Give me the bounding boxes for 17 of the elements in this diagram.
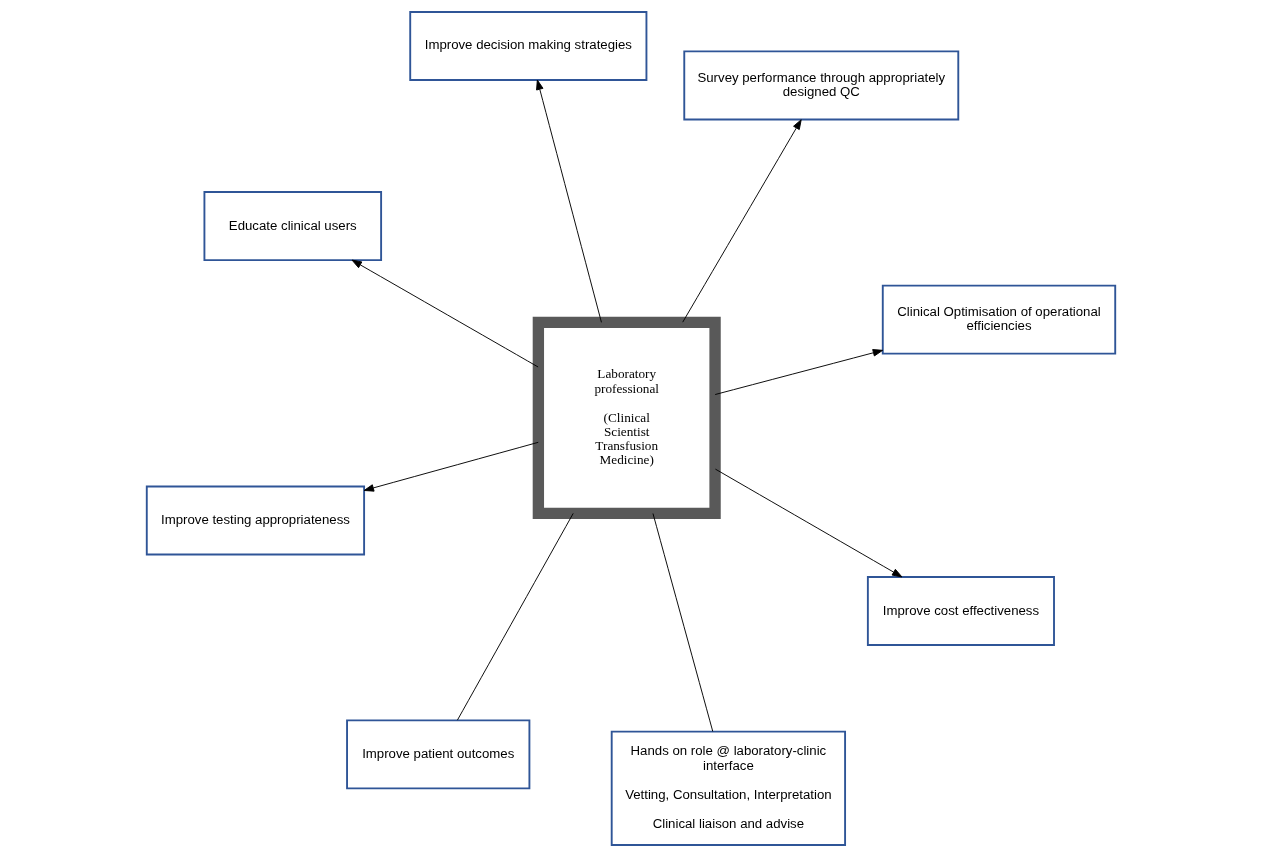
node-box: Survey performance through appropriately designed QC <box>682 50 959 121</box>
arrow <box>714 468 902 578</box>
node-box: Improve patient outcomes <box>345 719 530 790</box>
arrow <box>681 119 802 323</box>
node-box: Improve decision making strategies <box>408 11 647 81</box>
node-box: Laboratory professional (Clinical Scientist Transfusion Medicine) <box>532 316 721 519</box>
node-box: Improve testing appropriateness <box>145 485 365 556</box>
connector <box>456 512 574 721</box>
node-box: Clinical Optimisation of operational efficiencies <box>881 284 1116 355</box>
node-box: Educate clinical users <box>202 191 382 262</box>
arrow <box>351 259 539 368</box>
arrow <box>535 79 602 323</box>
arrow <box>714 349 883 395</box>
connector <box>652 513 713 732</box>
arrow <box>363 441 539 492</box>
node-box: Hands on role @ laboratory-clinic interface Vetting, Consultation, Interpretation Clinical liaison and advise <box>610 730 846 846</box>
node-box: Improve cost effectiveness <box>866 576 1055 646</box>
